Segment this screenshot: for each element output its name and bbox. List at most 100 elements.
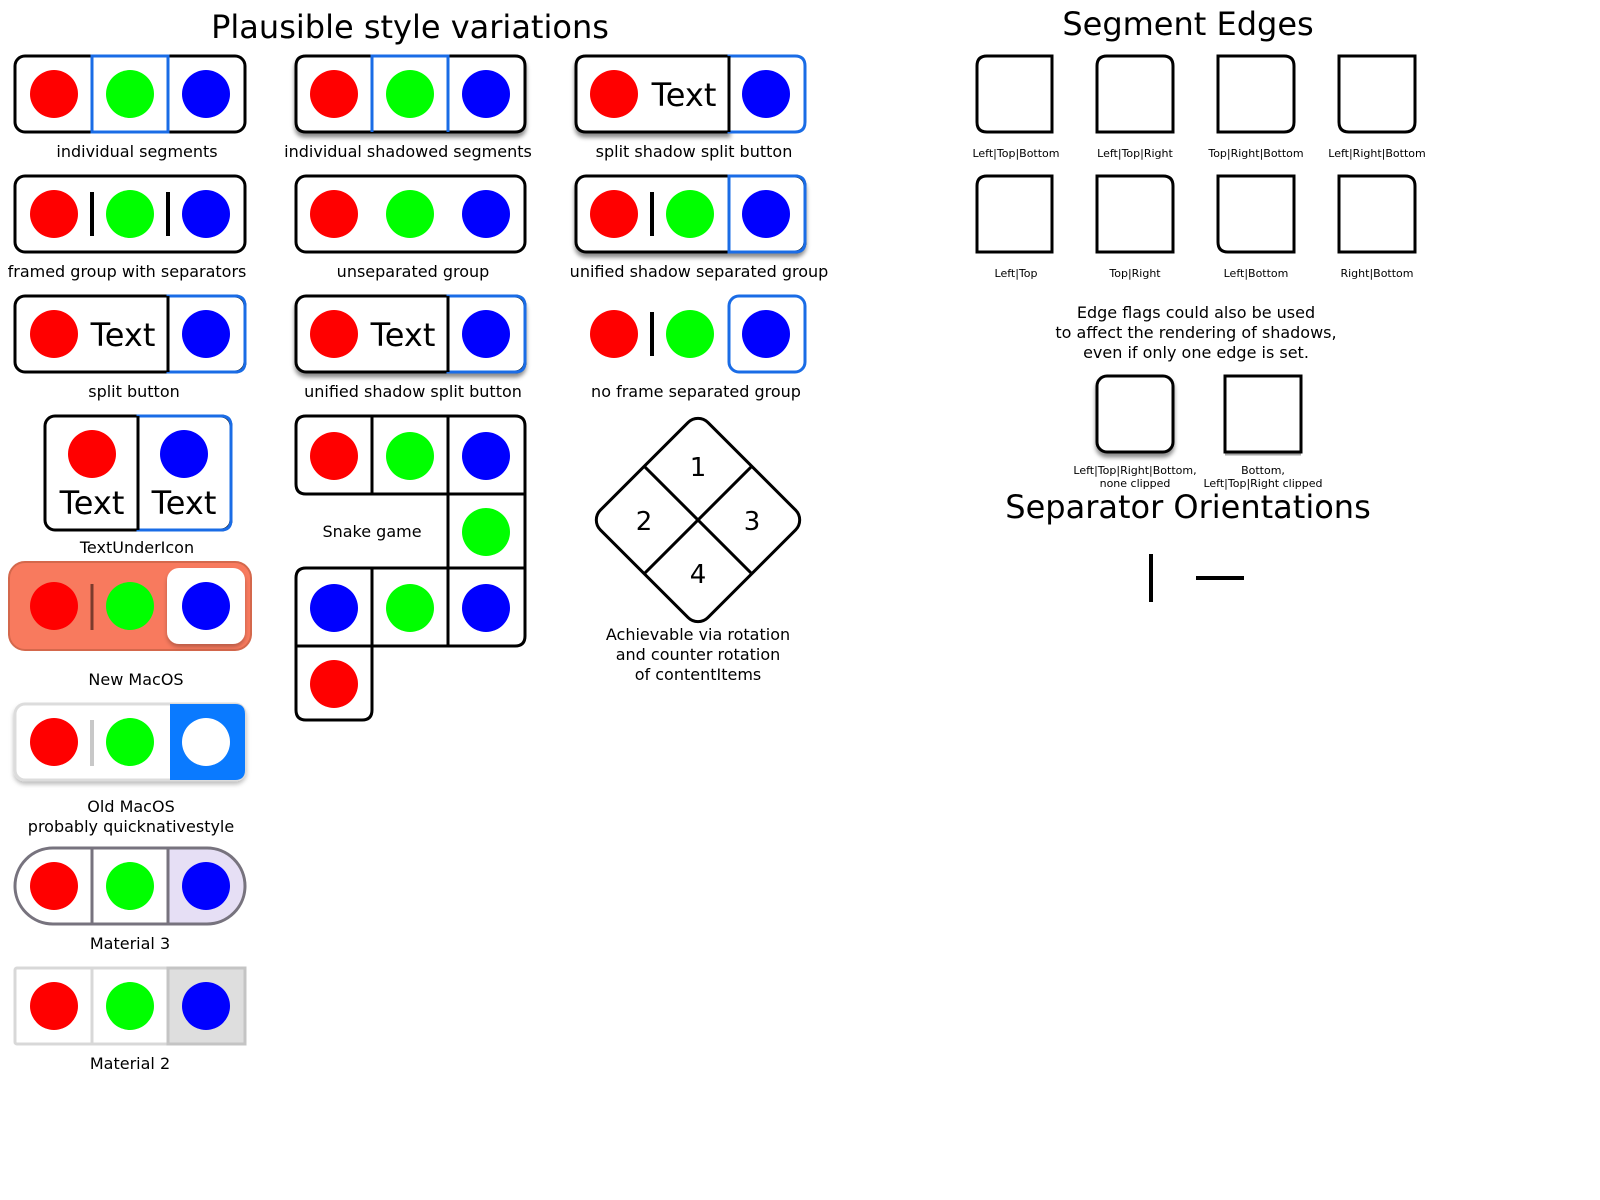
edge-box-right-bottom: [1337, 174, 1417, 254]
snake-outline: [294, 414, 527, 722]
green-circle-icon: [106, 718, 154, 766]
edge-label: Left|Top: [995, 267, 1038, 280]
label-rotation-1: Achievable via rotation: [606, 625, 790, 644]
red-circle-icon: [30, 190, 78, 238]
label-unseparated-group: unseparated group: [337, 262, 490, 281]
diamond-number-2: 2: [636, 507, 653, 537]
green-circle-icon: [386, 432, 434, 480]
red-circle-icon: [310, 190, 358, 238]
button-text: Text: [151, 484, 217, 522]
edge-box-top-right-bottom: [1216, 54, 1296, 134]
edge-box-left-top-bottom: [975, 54, 1054, 134]
group-frame: [13, 846, 247, 926]
blue-circle-icon: [462, 70, 510, 118]
shadow-label: none clipped: [1100, 477, 1171, 490]
example-snake-game: Snake game: [294, 414, 527, 722]
focused-segment-highlight: [446, 294, 527, 374]
button-text: Text: [651, 76, 717, 114]
selected-segment-border: [166, 966, 247, 1046]
green-circle-icon: [106, 70, 154, 118]
green-circle-icon: [106, 190, 154, 238]
blue-circle-icon: [310, 584, 358, 632]
label-rotation-3: of contentItems: [635, 665, 762, 684]
example-split-shadow-split-button: Text split shadow split button: [574, 54, 807, 161]
green-circle-icon: [666, 190, 714, 238]
label-new-macos: New MacOS: [88, 670, 183, 689]
green-circle-icon: [106, 982, 154, 1030]
title-segment-edges: Segment Edges: [1062, 5, 1313, 43]
focused-segment-highlight: [727, 294, 807, 374]
example-rotated-diamond: 1 2 3 4 Achievable via rotation and coun…: [594, 416, 802, 684]
red-circle-icon: [68, 430, 116, 478]
edge-note-line-2: to affect the rendering of shadows,: [1055, 323, 1336, 342]
example-text-under-icon: Text Text TextUnderIcon: [43, 414, 233, 557]
example-material-2: Material 2: [13, 966, 247, 1073]
edge-label: Left|Top|Right: [1097, 147, 1173, 160]
red-circle-icon: [590, 70, 638, 118]
red-circle-icon: [30, 718, 78, 766]
green-circle-icon: [386, 190, 434, 238]
blue-circle-icon: [742, 70, 790, 118]
blue-circle-icon: [462, 432, 510, 480]
edge-label: Left|Top|Bottom: [972, 147, 1059, 160]
edge-label: Right|Bottom: [1340, 267, 1413, 280]
edge-label: Top|Right|Bottom: [1207, 147, 1303, 160]
separator-orientations: [1149, 554, 1244, 602]
diamond-number-3: 3: [744, 507, 761, 537]
label-material-2: Material 2: [90, 1054, 170, 1073]
example-material-3: Material 3: [13, 846, 247, 953]
edge-box-top-right: [1095, 174, 1175, 254]
green-circle-icon: [462, 508, 510, 556]
edge-box-all-edges-shadow: [1095, 374, 1175, 454]
blue-circle-icon: [742, 310, 790, 358]
blue-circle-icon: [182, 190, 230, 238]
red-circle-icon: [30, 582, 78, 630]
button-text: Text: [59, 484, 125, 522]
shadow-label: Bottom,: [1241, 464, 1285, 477]
edge-shadow-note: Edge flags could also be used to affect …: [1055, 303, 1336, 490]
segment-edges-row-2: Left|Top Top|Right Left|Bottom Right|Bot…: [975, 174, 1417, 280]
edge-box-left-bottom: [1216, 174, 1296, 254]
example-unified-shadow-separated-group: unified shadow separated group: [570, 174, 829, 281]
blue-circle-icon: [182, 582, 230, 630]
edge-box-left-top: [975, 174, 1054, 254]
label-split-button: split button: [88, 382, 180, 401]
focused-segment-highlight: [370, 54, 450, 132]
green-circle-icon: [106, 582, 154, 630]
edge-box-left-top-right: [1095, 54, 1175, 134]
label-split-shadow-split-button: split shadow split button: [596, 142, 793, 161]
blue-circle-icon: [182, 70, 230, 118]
title-separator-orientations: Separator Orientations: [1005, 488, 1370, 526]
edge-box-bottom-clipped-shadow: [1223, 374, 1303, 454]
focused-segment-highlight: [727, 174, 807, 254]
blue-circle-icon: [182, 862, 230, 910]
label-snake-game: Snake game: [322, 522, 421, 541]
label-text-under-icon: TextUnderIcon: [79, 538, 194, 557]
edge-box-left-right-bottom: [1337, 54, 1417, 134]
example-unified-shadow-split-button: Text unified shadow split button: [294, 294, 527, 401]
label-unified-shadow-separated-group: unified shadow separated group: [570, 262, 829, 281]
red-circle-icon: [310, 432, 358, 480]
example-individual-shadowed-segments: individual shadowed segments: [284, 54, 532, 161]
focused-segment-highlight: [166, 294, 247, 374]
label-old-macos-2: probably quicknativestyle: [28, 817, 234, 836]
shadow-label: Left|Top|Right|Bottom,: [1073, 464, 1196, 477]
edge-note-line-1: Edge flags could also be used: [1077, 303, 1315, 322]
example-framed-group-with-separators: framed group with separators: [8, 174, 247, 281]
red-circle-icon: [310, 660, 358, 708]
blue-circle-icon: [182, 310, 230, 358]
example-individual-segments: individual segments: [13, 54, 247, 161]
example-old-macos: Old MacOS probably quicknativestyle: [13, 702, 247, 836]
red-circle-icon: [30, 862, 78, 910]
green-circle-icon: [106, 862, 154, 910]
label-unified-shadow-split-button: unified shadow split button: [304, 382, 522, 401]
blue-circle-icon: [182, 982, 230, 1030]
diamond-number-4: 4: [690, 560, 707, 590]
focused-segment-highlight: [90, 54, 170, 134]
button-text: Text: [90, 316, 156, 354]
label-rotation-2: and counter rotation: [616, 645, 781, 664]
shadow-label: Left|Top|Right clipped: [1203, 477, 1322, 490]
example-unseparated-group: unseparated group: [294, 174, 527, 281]
edge-label: Top|Right: [1108, 267, 1161, 280]
diamond-number-1: 1: [690, 453, 707, 483]
